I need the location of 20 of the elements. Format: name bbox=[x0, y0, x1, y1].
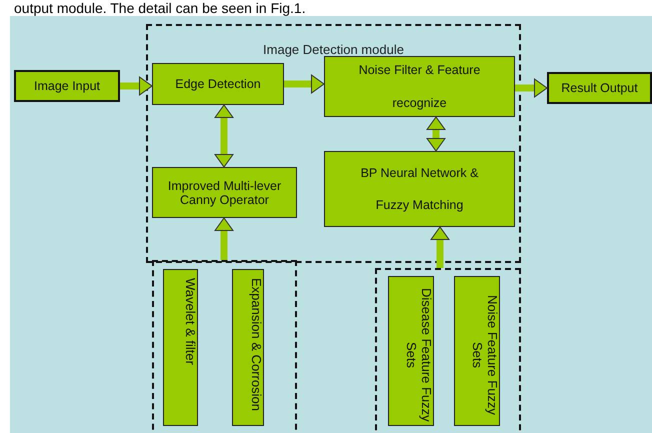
module-group-box bbox=[146, 24, 521, 263]
process-box: Noise Filter & Feature recognize bbox=[324, 56, 515, 117]
vertical-process-box: Disease Feature Fuzzy Sets bbox=[388, 276, 434, 426]
vertical-process-box: Wavelet & filter bbox=[163, 269, 198, 426]
vertical-process-box: Expansion & Corrosion bbox=[232, 269, 264, 426]
block-arrow bbox=[284, 74, 324, 94]
block-arrow bbox=[515, 78, 548, 98]
group-title: Image Detection module bbox=[262, 42, 405, 57]
process-box: Improved Multi-lever Canny Operator bbox=[152, 167, 297, 218]
output-box: Result Output bbox=[547, 72, 652, 104]
vertical-process-box: Noise Feature Fuzzy Sets bbox=[454, 276, 500, 426]
dashed-group-box bbox=[375, 268, 521, 433]
double-block-arrow bbox=[214, 104, 234, 168]
process-box: BP Neural Network & Fuzzy Matching bbox=[324, 151, 515, 227]
double-block-arrow bbox=[426, 116, 446, 152]
body-text: output module. The detail can be seen in Fig.1. bbox=[14, 0, 306, 16]
process-box: Edge Detection bbox=[152, 63, 284, 105]
block-arrow bbox=[430, 226, 450, 268]
block-arrow bbox=[214, 218, 234, 260]
input-box: Image Input bbox=[14, 70, 120, 102]
